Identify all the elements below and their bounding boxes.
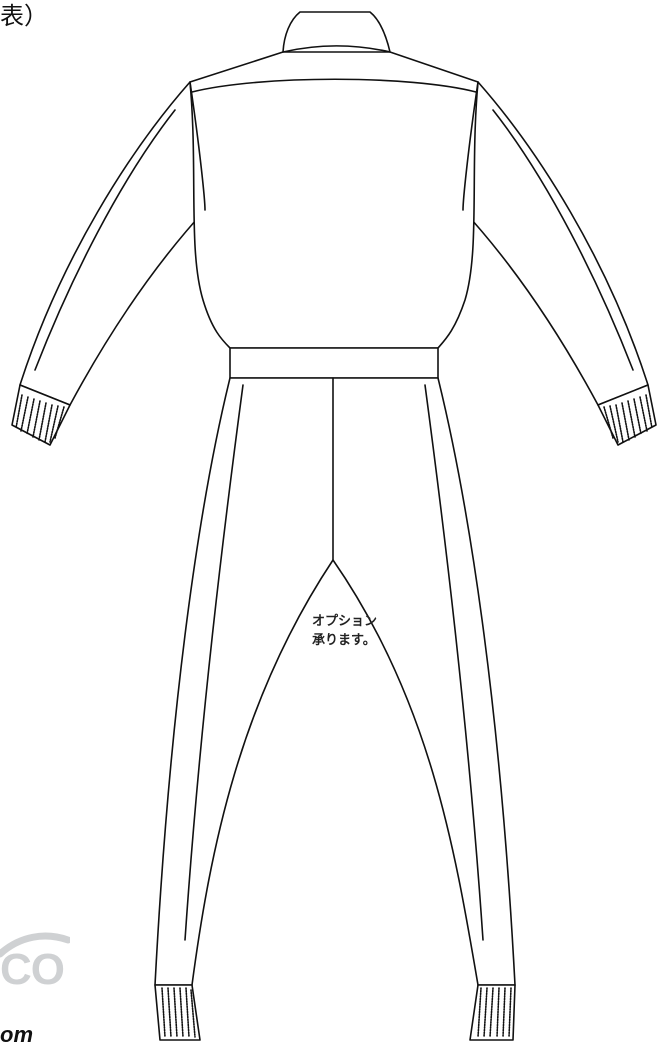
right-sleeve-cuff — [597, 384, 657, 446]
page-heading-fragment: 表） — [0, 2, 48, 30]
logo-swoosh-icon — [0, 932, 70, 958]
website-url-fragment: om — [0, 1022, 33, 1047]
left-ankle-cuff — [154, 984, 201, 1041]
brand-logo-fragment: CO — [0, 945, 65, 994]
right-sleeve — [462, 81, 649, 406]
left-sleeve — [19, 81, 206, 406]
torso-back — [189, 51, 479, 349]
collar — [282, 11, 391, 53]
right-ankle-cuff — [469, 984, 516, 1041]
option-note-line-2: 承ります。 — [312, 633, 376, 648]
trouser-legs — [154, 377, 516, 986]
waistband — [229, 347, 439, 379]
option-note-line-1: オプション — [312, 614, 378, 629]
option-note: オプション 承ります。 — [312, 612, 377, 650]
left-sleeve-cuff — [11, 384, 71, 446]
